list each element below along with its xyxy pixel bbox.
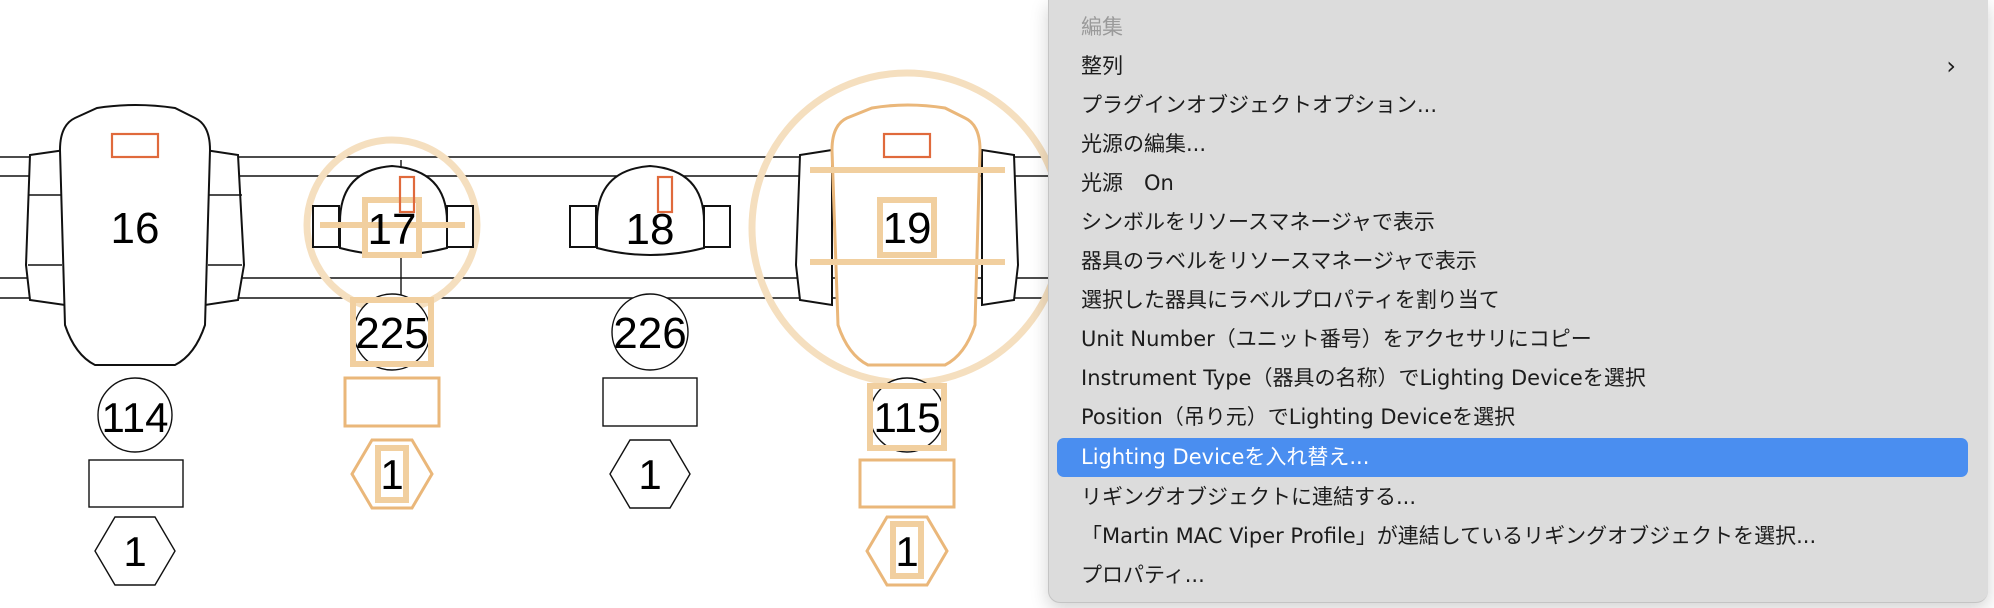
channel-label: 16 <box>111 204 160 253</box>
lighting-device-18[interactable]: 18 226 1 <box>569 164 731 509</box>
address-label: 226 <box>613 309 686 358</box>
address-label: 115 <box>874 394 941 441</box>
menu-item-replace-lighting-device[interactable]: Lighting Deviceを入れ替え... <box>1057 438 1968 477</box>
address-label: 114 <box>102 394 169 441</box>
unit-number-label: 1 <box>380 451 403 498</box>
menu-item-light-on[interactable]: 光源 On <box>1081 171 1174 195</box>
menu-item-select-connected-rigging[interactable]: 「Martin MAC Viper Profile」が連結しているリギングオブジ… <box>1081 524 1817 548</box>
unit-number-label: 1 <box>638 451 661 498</box>
menu-item-select-by-instrument-type[interactable]: Instrument Type（器具の名称）でLighting Deviceを選… <box>1081 366 1646 390</box>
unit-number-label: 1 <box>895 528 918 575</box>
menu-item-assign-label-property[interactable]: 選択した器具にラベルプロパティを割り当て <box>1081 288 1500 312</box>
address-label: 225 <box>355 309 428 358</box>
menu-item-copy-unit-number[interactable]: Unit Number（ユニット番号）をアクセサリにコピー <box>1081 327 1592 351</box>
channel-label: 18 <box>626 205 675 254</box>
lighting-device-17[interactable]: 17 225 1 <box>303 136 481 510</box>
lighting-device-16[interactable]: 16 114 1 <box>24 104 246 586</box>
menu-item-show-symbol-in-resource-manager[interactable]: シンボルをリソースマネージャで表示 <box>1081 210 1435 234</box>
unit-number-label: 1 <box>123 528 146 575</box>
menu-item-select-by-position[interactable]: Position（吊り元）でLighting Deviceを選択 <box>1081 405 1516 429</box>
channel-label: 19 <box>883 204 932 253</box>
menu-item-properties[interactable]: プロパティ... <box>1081 563 1205 587</box>
menu-item-edit-light[interactable]: 光源の編集... <box>1081 132 1207 156</box>
channel-label: 17 <box>368 205 417 254</box>
chevron-right-icon: › <box>1946 52 1956 80</box>
context-menu: 編集 整列› プラグインオブジェクトオプション... 光源の編集... 光源 O… <box>1048 0 1988 603</box>
lighting-device-19[interactable]: 19 115 1 <box>748 69 1066 587</box>
menu-item-plugin-object-options[interactable]: プラグインオブジェクトオプション... <box>1081 93 1438 117</box>
menu-item-align[interactable]: 整列› <box>1057 48 1968 84</box>
menu-item-edit-header: 編集 <box>1081 15 1123 39</box>
menu-item-show-label-in-resource-manager[interactable]: 器具のラベルをリソースマネージャで表示 <box>1081 249 1477 273</box>
menu-item-attach-to-rigging[interactable]: リギングオブジェクトに連結する... <box>1081 485 1417 509</box>
